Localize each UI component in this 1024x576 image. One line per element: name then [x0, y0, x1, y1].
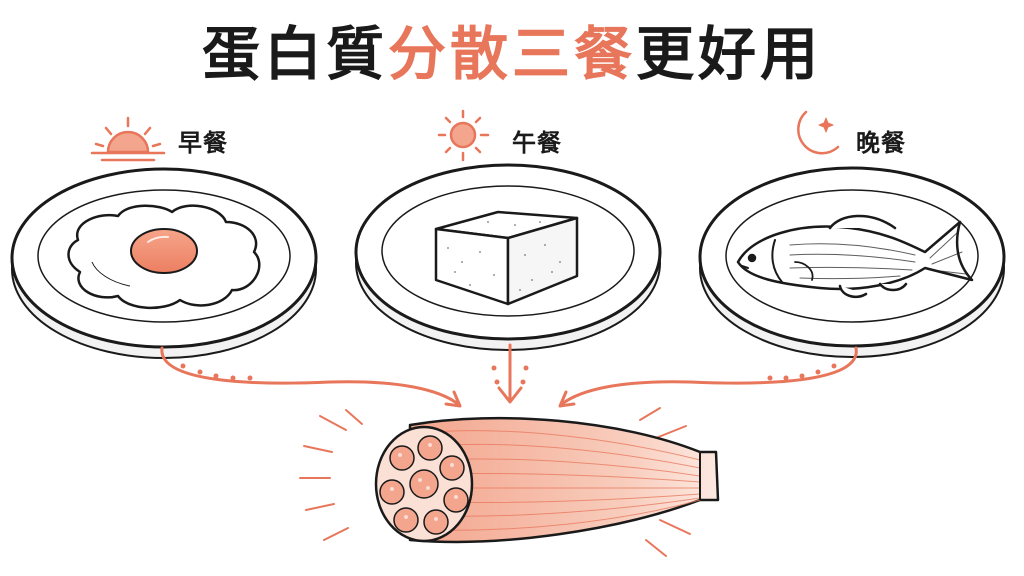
glow-rays — [299, 407, 691, 557]
muscle-fiber-icon — [299, 407, 720, 557]
arrow-dinner-to-muscle — [558, 346, 858, 408]
meal-label-breakfast: 早餐 — [178, 129, 228, 157]
page-title: 蛋白質分散三餐更好用 — [0, 14, 1024, 94]
title-part-split-meals: 分散三餐 — [387, 20, 636, 88]
fish — [736, 214, 974, 298]
title-part-protein: 蛋白質 — [201, 20, 388, 88]
meal-label-lunch: 午餐 — [512, 129, 562, 157]
arrow-lunch-to-muscle — [491, 343, 529, 404]
fried-egg — [67, 204, 261, 310]
sun-icon — [437, 109, 490, 162]
sunrise-icon — [90, 116, 166, 162]
moon-icon — [797, 110, 840, 155]
tofu — [434, 210, 579, 306]
meal-label-dinner: 晚餐 — [856, 129, 906, 157]
arrow-breakfast-to-muscle — [160, 346, 462, 408]
title-part-better: 更好用 — [636, 20, 823, 88]
